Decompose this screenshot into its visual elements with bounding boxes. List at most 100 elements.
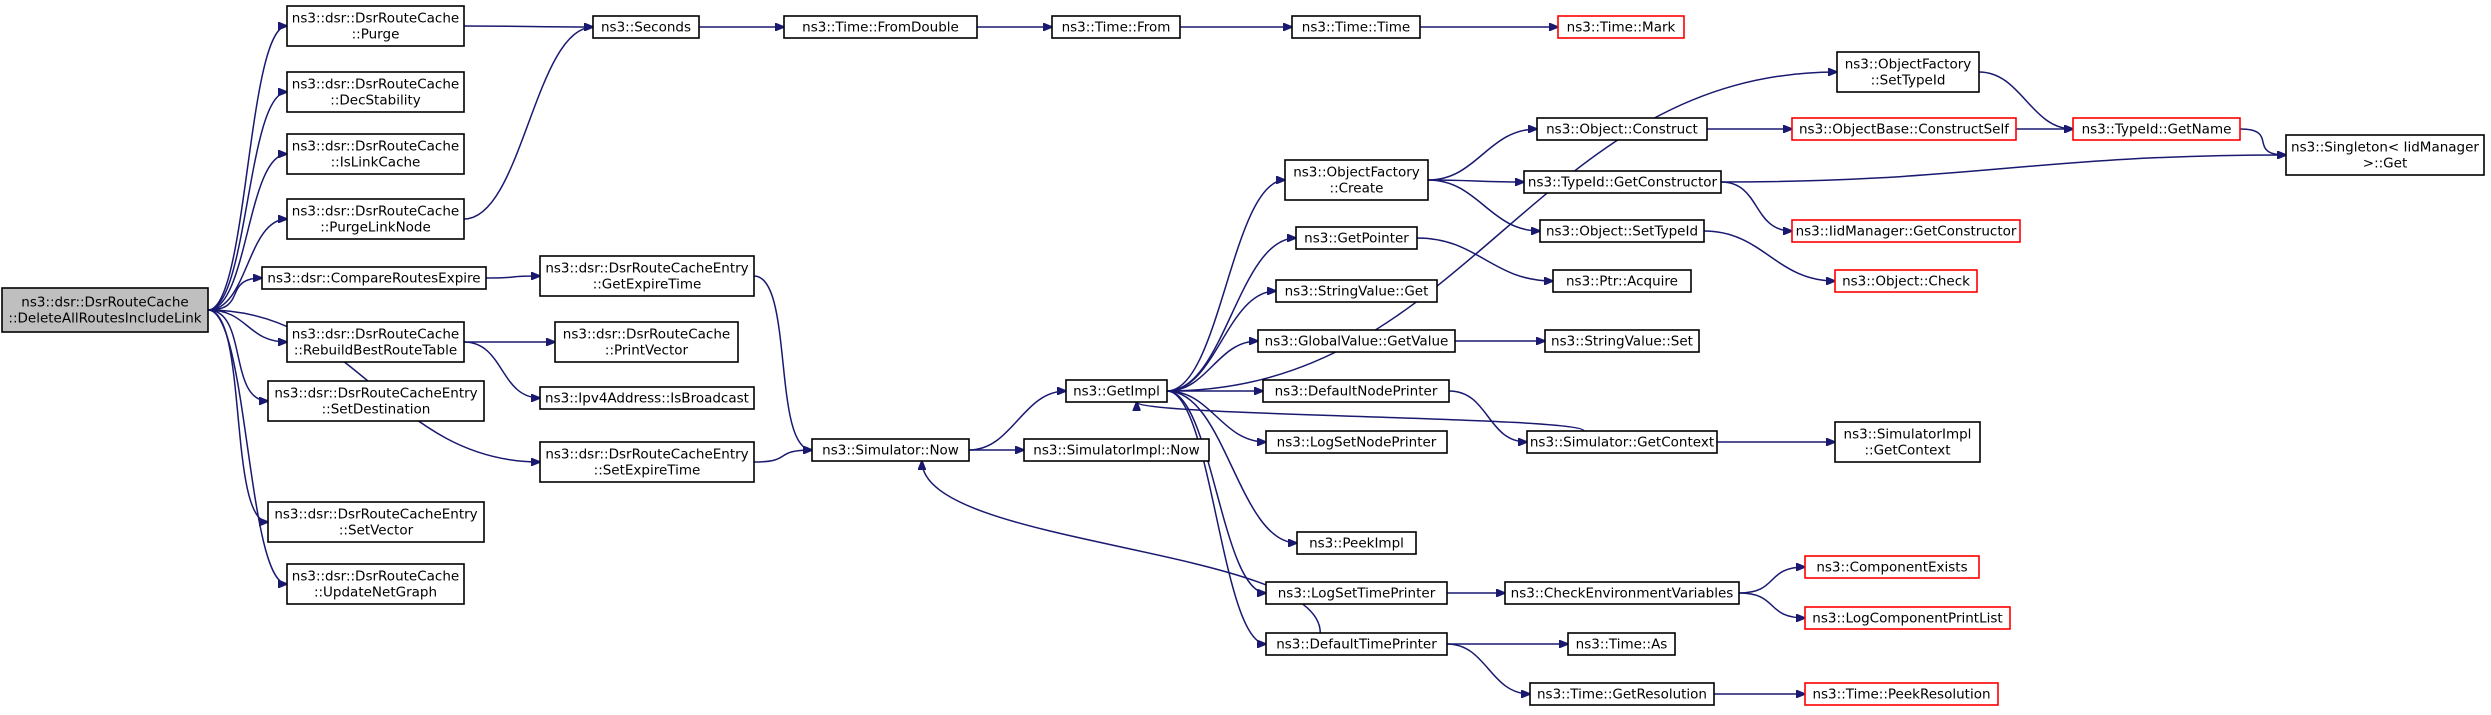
node-label-line: ns3::dsr::DsrRouteCacheEntry: [545, 261, 748, 277]
node-ns3-stringvalue-get[interactable]: ns3::StringValue::Get: [1275, 279, 1438, 303]
node-ns3-dsr-dsrroutecacheentry-getexpiretime[interactable]: ns3::dsr::DsrRouteCacheEntry::GetExpireT…: [539, 255, 755, 297]
edge-arrow: [463, 341, 540, 398]
node-ns3-time-peekresolution[interactable]: ns3::Time::PeekResolution: [1804, 682, 1999, 706]
node-box: [1544, 329, 1700, 353]
edge-n4-to-n11: [463, 27, 593, 220]
node-ns3-time-as[interactable]: ns3::Time::As: [1567, 632, 1676, 656]
node-label-line: ns3::Time::GetResolution: [1537, 687, 1707, 703]
node-ns3-logcomponentprintlist[interactable]: ns3::LogComponentPrintList: [1804, 606, 2011, 630]
node-label-line: ns3::PeekImpl: [1309, 536, 1404, 552]
node-ns3-objectbase-constructself[interactable]: ns3::ObjectBase::ConstructSelf: [1791, 117, 2017, 141]
node-box: [1295, 226, 1418, 250]
edge-arrow: [1427, 180, 1524, 182]
node-box: [592, 15, 700, 39]
node-ns3-objectfactory-settypeid[interactable]: ns3::ObjectFactory::SetTypeId: [1836, 51, 1980, 93]
node-ns3-time-from[interactable]: ns3::Time::From: [1051, 15, 1181, 39]
node-box: [1552, 269, 1692, 293]
node-label-line: ns3::LogComponentPrintList: [1812, 611, 2002, 627]
node-ns3-dsr-dsrroutecache-rebuildbestroutetable[interactable]: ns3::dsr::DsrRouteCache::RebuildBestRout…: [286, 321, 465, 363]
node-label-line: ns3::LogSetTimePrinter: [1278, 586, 1436, 602]
edge-n0-to-n4: [207, 219, 287, 311]
node-ns3-typeid-getname[interactable]: ns3::TypeId::GetName: [2072, 117, 2241, 141]
edge-arrow: [1448, 390, 1527, 442]
node-ns3-dsr-dsrroutecacheentry-setdestination[interactable]: ns3::dsr::DsrRouteCacheEntry::SetDestina…: [267, 380, 485, 422]
node-ns3-dsr-dsrroutecacheentry-setexpiretime[interactable]: ns3::dsr::DsrRouteCacheEntry::SetExpireT…: [539, 441, 755, 483]
node-box: [286, 321, 465, 363]
node-ns3-ptr-acquire[interactable]: ns3::Ptr::Acquire: [1552, 269, 1692, 293]
node-ns3-dsr-dsrroutecache-purgelinknode[interactable]: ns3::dsr::DsrRouteCache::PurgeLinkNode: [286, 198, 465, 240]
node-ns3-dsr-compareroutesexpire[interactable]: ns3::dsr::CompareRoutesExpire: [261, 266, 487, 290]
node-label-line: ns3::dsr::DsrRouteCache: [292, 11, 459, 27]
node-box: [1529, 682, 1715, 706]
edge-n20-to-n22: [1166, 180, 1285, 392]
node-box: [1791, 219, 2021, 243]
node-label-line: ns3::Simulator::GetContext: [1530, 435, 1714, 451]
edge-n20-to-n31: [1166, 72, 1837, 392]
node-label-line: ns3::Seconds: [601, 20, 691, 36]
node-ns3-object-construct[interactable]: ns3::Object::Construct: [1536, 117, 1708, 141]
node-box: [539, 255, 755, 297]
edge-n34-to-n43: [1703, 230, 1835, 281]
node-box: [261, 266, 487, 290]
edge-n20-to-n28: [1166, 390, 1297, 543]
edge-arrow: [1166, 390, 1266, 593]
node-ns3-stringvalue-set[interactable]: ns3::StringValue::Set: [1544, 329, 1700, 353]
edge-arrow: [1720, 181, 1792, 231]
node-ns3-object-check[interactable]: ns3::Object::Check: [1834, 269, 1978, 293]
node-ns3-defaultnodeprinter[interactable]: ns3::DefaultNodePrinter: [1262, 379, 1450, 403]
node-box: [1526, 430, 1718, 454]
edge-n0-to-n6: [207, 309, 287, 342]
node-ns3-peekimpl[interactable]: ns3::PeekImpl: [1296, 531, 1417, 555]
node-ns3-simulator-now[interactable]: ns3::Simulator::Now: [811, 438, 970, 462]
node-label-line: ns3::dsr::DsrRouteCache: [563, 327, 730, 343]
node-ns3-dsr-dsrroutecache-islinkcache[interactable]: ns3::dsr::DsrRouteCache::IsLinkCache: [286, 133, 465, 175]
node-ns3-time-time[interactable]: ns3::Time::Time: [1291, 15, 1421, 39]
node-label-line: ::IsLinkCache: [331, 155, 421, 171]
edge-n20-to-n29: [1166, 390, 1266, 593]
node-ns3-time-fromdouble[interactable]: ns3::Time::FromDouble: [783, 15, 978, 39]
node-label-line: ::SetDestination: [322, 402, 431, 418]
edge-n1-to-n11: [463, 26, 593, 27]
edge-arrow: [1703, 230, 1835, 281]
node-ns3-getpointer[interactable]: ns3::GetPointer: [1295, 226, 1418, 250]
node-label-line: >::Get: [2363, 156, 2407, 172]
node-ns3-seconds[interactable]: ns3::Seconds: [592, 15, 700, 39]
node-ns3-getimpl[interactable]: ns3::GetImpl: [1065, 379, 1168, 403]
node-ns3-singleton-iidmanager-get[interactable]: ns3::Singleton< IidManager>::Get: [2285, 134, 2485, 176]
node-ns3-logsettimeprinter[interactable]: ns3::LogSetTimePrinter: [1265, 581, 1448, 605]
node-ns3-dsr-dsrroutecache-purge[interactable]: ns3::dsr::DsrRouteCache::Purge: [286, 5, 465, 47]
node-ns3-dsr-dsrroutecache-deleteallroutesincludelink[interactable]: ns3::dsr::DsrRouteCache::DeleteAllRoutes…: [1, 287, 209, 333]
edge-n0-to-n7: [207, 309, 268, 401]
node-label-line: ns3::GlobalValue::GetValue: [1265, 334, 1449, 350]
node-ns3-dsr-dsrroutecache-decstability[interactable]: ns3::dsr::DsrRouteCache::DecStability: [286, 71, 465, 113]
edge-n0-to-n10: [207, 309, 287, 584]
node-ns3-simulator-getcontext[interactable]: ns3::Simulator::GetContext: [1526, 430, 1718, 454]
node-ns3-time-getresolution[interactable]: ns3::Time::GetResolution: [1529, 682, 1715, 706]
node-ns3-typeid-getconstructor[interactable]: ns3::TypeId::GetConstructor: [1523, 170, 1722, 194]
node-ns3-componentexists[interactable]: ns3::ComponentExists: [1804, 555, 1980, 579]
node-ns3-iidmanager-getconstructor[interactable]: ns3::IidManager::GetConstructor: [1791, 219, 2021, 243]
edge-arrow: [968, 391, 1066, 451]
node-label-line: ns3::Time::Time: [1302, 20, 1410, 36]
edge-arrow: [1427, 129, 1537, 181]
node-ns3-globalvalue-getvalue[interactable]: ns3::GlobalValue::GetValue: [1257, 329, 1456, 353]
node-label-line: ns3::TypeId::GetConstructor: [1528, 175, 1718, 191]
node-label-line: ::GetContext: [1864, 443, 1950, 459]
node-ns3-simulatorimpl-now[interactable]: ns3::SimulatorImpl::Now: [1023, 438, 1210, 462]
node-ns3-dsr-dsrroutecacheentry-setvector[interactable]: ns3::dsr::DsrRouteCacheEntry::SetVector: [267, 501, 485, 543]
node-ns3-objectfactory-create[interactable]: ns3::ObjectFactory::Create: [1284, 159, 1429, 201]
node-label-line: ns3::DefaultTimePrinter: [1276, 637, 1437, 653]
node-ns3-dsr-dsrroutecache-printvector[interactable]: ns3::dsr::DsrRouteCache::PrintVector: [554, 321, 739, 363]
node-ns3-object-settypeid[interactable]: ns3::Object::SetTypeId: [1539, 219, 1705, 243]
edge-arrow: [207, 309, 268, 522]
node-ns3-time-mark[interactable]: ns3::Time::Mark: [1557, 15, 1685, 39]
node-ns3-simulatorimpl-getcontext[interactable]: ns3::SimulatorImpl::GetContext: [1834, 421, 1981, 463]
node-ns3-dsr-dsrroutecache-updatenetgraph[interactable]: ns3::dsr::DsrRouteCache::UpdateNetGraph: [286, 563, 465, 605]
edge-n30-to-n40: [1446, 643, 1530, 694]
node-ns3-defaulttimeprinter[interactable]: ns3::DefaultTimePrinter: [1265, 632, 1448, 656]
node-label-line: ns3::Ptr::Acquire: [1566, 274, 1678, 290]
node-ns3-ipv4address-isbroadcast[interactable]: ns3::Ipv4Address::IsBroadcast: [539, 386, 755, 410]
node-label-line: ns3::Ipv4Address::IsBroadcast: [545, 391, 749, 407]
node-ns3-logsetnodeprinter[interactable]: ns3::LogSetNodePrinter: [1265, 430, 1448, 454]
node-ns3-checkenvironmentvariables[interactable]: ns3::CheckEnvironmentVariables: [1504, 581, 1740, 605]
